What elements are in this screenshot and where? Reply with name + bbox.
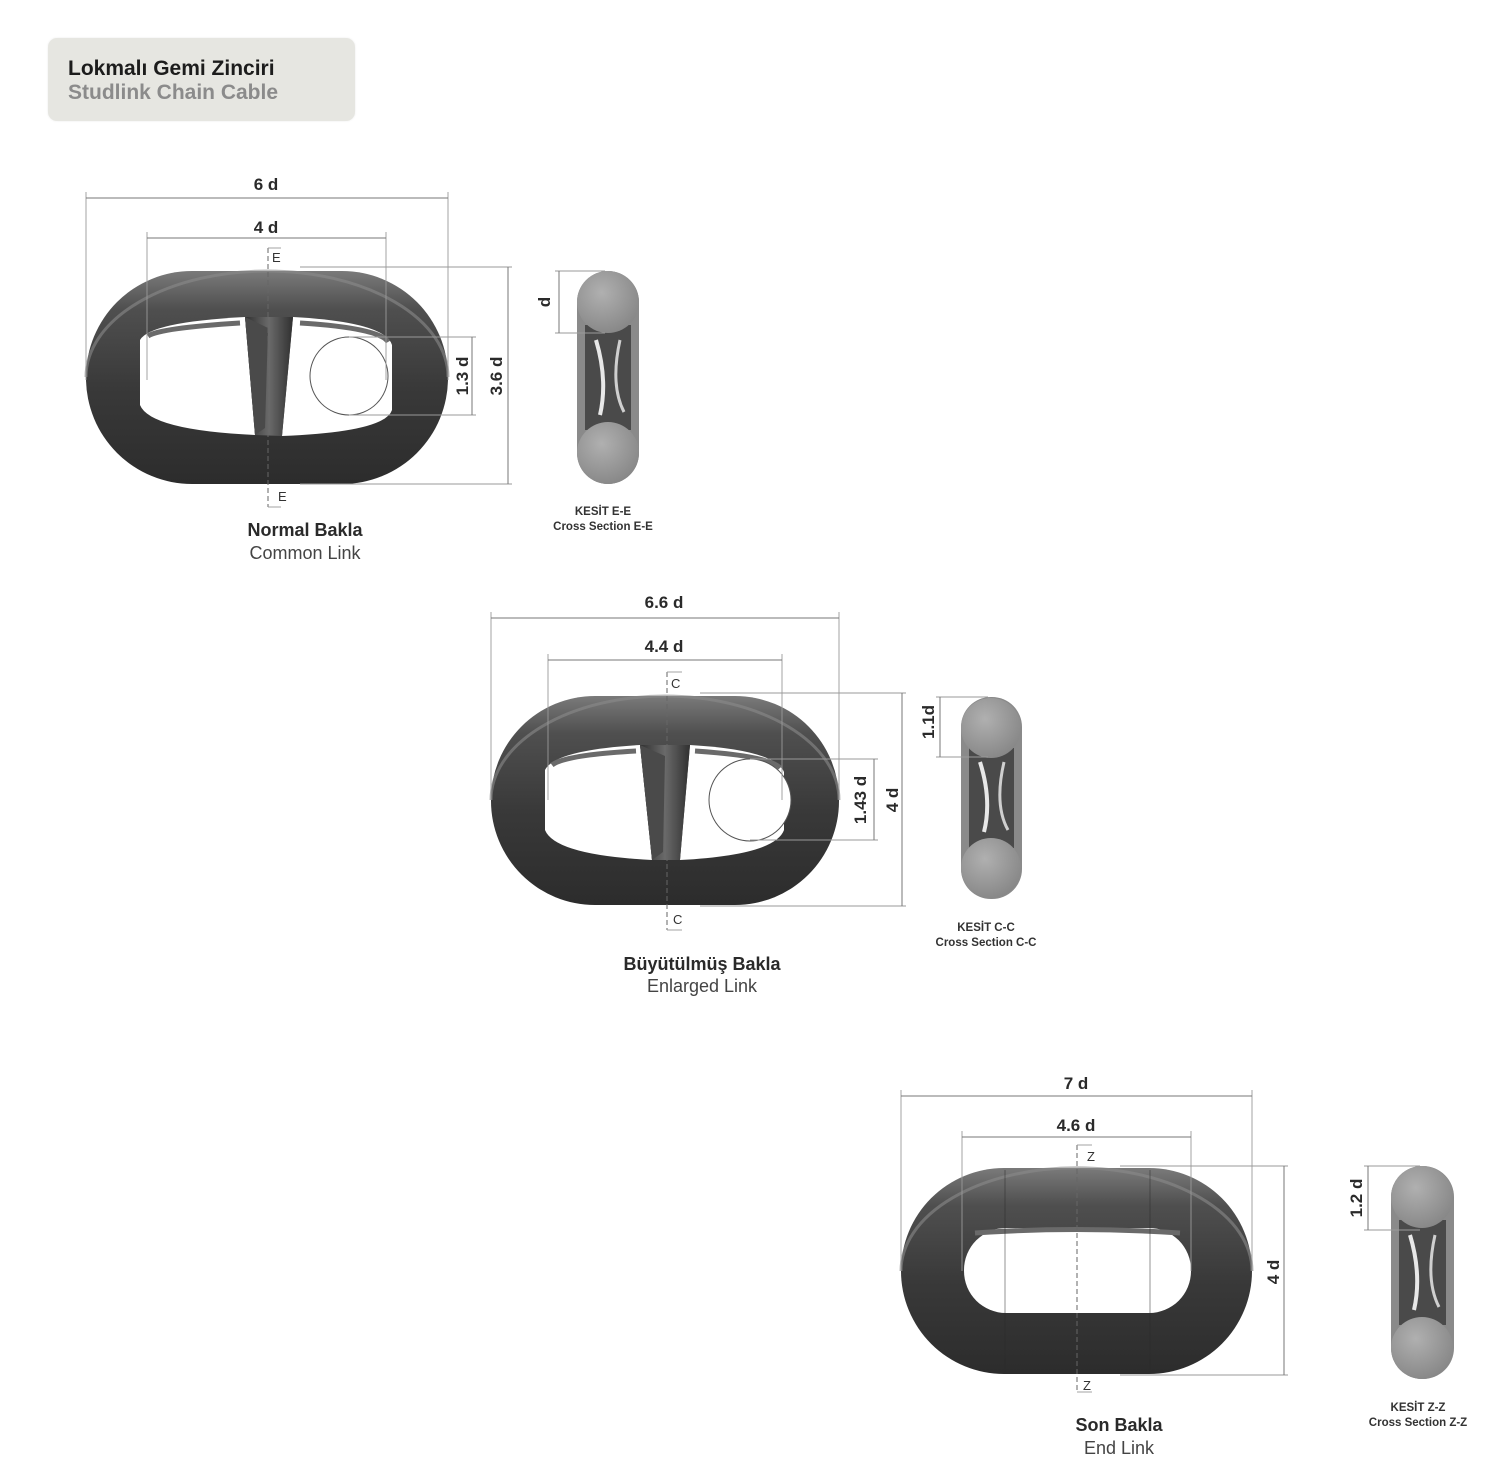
enlarged-cross-section-title-tr: KESİT C-C bbox=[957, 921, 1015, 934]
common-cross-section: d bbox=[535, 270, 639, 484]
common-link-name-en: Common Link bbox=[249, 543, 361, 563]
end-cross-section-title-en: Cross Section Z-Z bbox=[1369, 1417, 1467, 1429]
end-link-group: Z Z 7 d 4.6 d 4 d Son Bakla End Link bbox=[899, 1074, 1467, 1458]
page-title: Lokmalı Gemi Zinciri bbox=[68, 57, 275, 80]
common-link-group: E E 6 d 4 d 1.3 d 3.6 d Normal Bakla Com… bbox=[84, 175, 653, 563]
enlarged-cross-section: 1.1d bbox=[919, 696, 1022, 899]
enlarged-inner-width: 1.43 d bbox=[851, 776, 870, 824]
common-cross-section-title-en: Cross Section E-E bbox=[553, 521, 653, 533]
enlarged-section-mark-bottom: C bbox=[673, 912, 682, 927]
common-overall-length: 6 d bbox=[254, 175, 279, 194]
common-section-diameter: d bbox=[535, 297, 554, 307]
title-box: Lokmalı Gemi Zinciri Studlink Chain Cabl… bbox=[48, 38, 355, 121]
enlarged-overall-width: 4 d bbox=[883, 788, 902, 813]
enlarged-inner-length: 4.4 d bbox=[645, 637, 684, 656]
enlarged-overall-length: 6.6 d bbox=[645, 593, 684, 612]
enlarged-cross-section-title-en: Cross Section C-C bbox=[936, 937, 1037, 949]
common-inner-width: 1.3 d bbox=[453, 357, 472, 396]
end-section-mark-bottom: Z bbox=[1083, 1378, 1091, 1393]
end-link-name-tr: Son Bakla bbox=[1075, 1415, 1163, 1435]
end-overall-width: 4 d bbox=[1264, 1260, 1283, 1285]
end-inner-length: 4.6 d bbox=[1057, 1116, 1096, 1135]
common-inner-length: 4 d bbox=[254, 218, 279, 237]
end-cross-section-title-tr: KESİT Z-Z bbox=[1391, 1401, 1446, 1414]
common-overall-width: 3.6 d bbox=[487, 357, 506, 396]
common-link-shape bbox=[84, 269, 450, 484]
common-section-mark-bottom: E bbox=[278, 489, 287, 504]
enlarged-link-name-en: Enlarged Link bbox=[647, 976, 758, 996]
end-cross-section: 1.2 d bbox=[1347, 1165, 1454, 1379]
end-overall-length: 7 d bbox=[1064, 1074, 1089, 1093]
page-subtitle: Studlink Chain Cable bbox=[68, 81, 279, 104]
enlarged-link-d-circle bbox=[708, 758, 792, 842]
end-link-name-en: End Link bbox=[1084, 1438, 1155, 1458]
enlarged-section-mark-top: C bbox=[671, 676, 680, 691]
enlarged-link-name-tr: Büyütülmüş Bakla bbox=[623, 954, 781, 974]
common-link-d-circle bbox=[309, 336, 389, 416]
common-section-mark-top: E bbox=[272, 250, 281, 265]
common-link-name-tr: Normal Bakla bbox=[247, 520, 363, 540]
end-link-shape bbox=[899, 1166, 1254, 1374]
enlarged-link-group: C C 6.6 d 4.4 d 1.43 d 4 d Büyütülmüş Ba… bbox=[489, 593, 1037, 996]
end-section-mark-top: Z bbox=[1087, 1149, 1095, 1164]
end-section-diameter: 1.2 d bbox=[1347, 1179, 1366, 1218]
enlarged-section-diameter: 1.1d bbox=[919, 705, 938, 739]
common-cross-section-title-tr: KESİT E-E bbox=[575, 505, 632, 518]
